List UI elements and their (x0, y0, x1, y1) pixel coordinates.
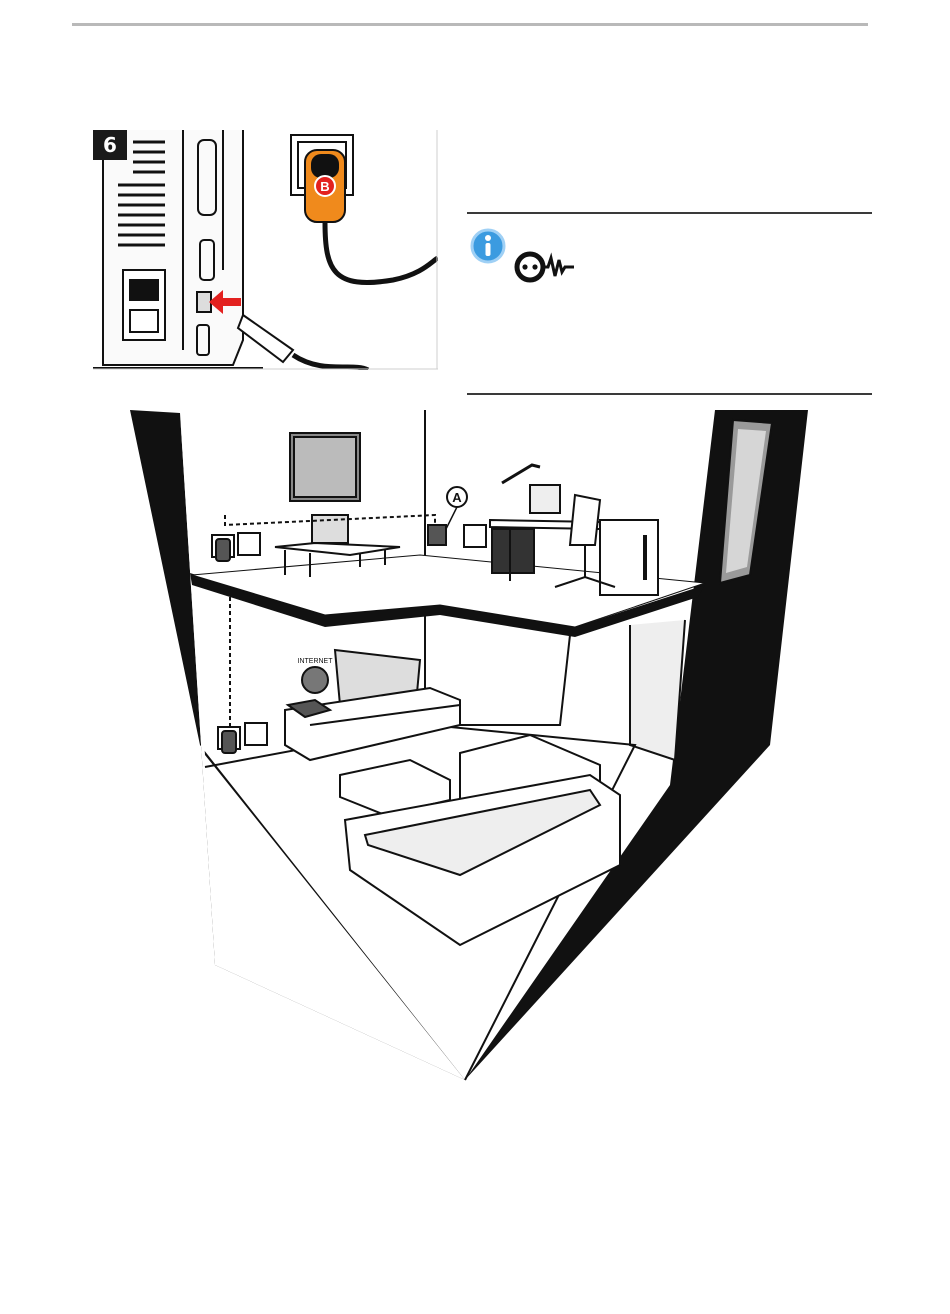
header-rule (72, 23, 868, 26)
adapter-label: B (320, 179, 329, 194)
printer-back-panel (93, 130, 263, 368)
adapter-a-label: A (452, 490, 462, 505)
info-icon (470, 228, 506, 264)
house-illustration: A INTERNET (130, 405, 820, 1085)
upper-left-room (212, 433, 435, 577)
internet-label: INTERNET (298, 658, 334, 665)
info-bottom-rule (467, 393, 872, 395)
info-top-rule (467, 212, 872, 214)
powerline-adapter-icon: B (305, 150, 438, 283)
network-cable (238, 315, 368, 370)
step-number-badge: 6 (93, 130, 127, 160)
step-figure: B 6 (93, 130, 438, 370)
printer-connection-illustration: B (93, 130, 438, 370)
adapter-a-callout: A (446, 487, 467, 529)
power-plug-icon (514, 250, 576, 284)
